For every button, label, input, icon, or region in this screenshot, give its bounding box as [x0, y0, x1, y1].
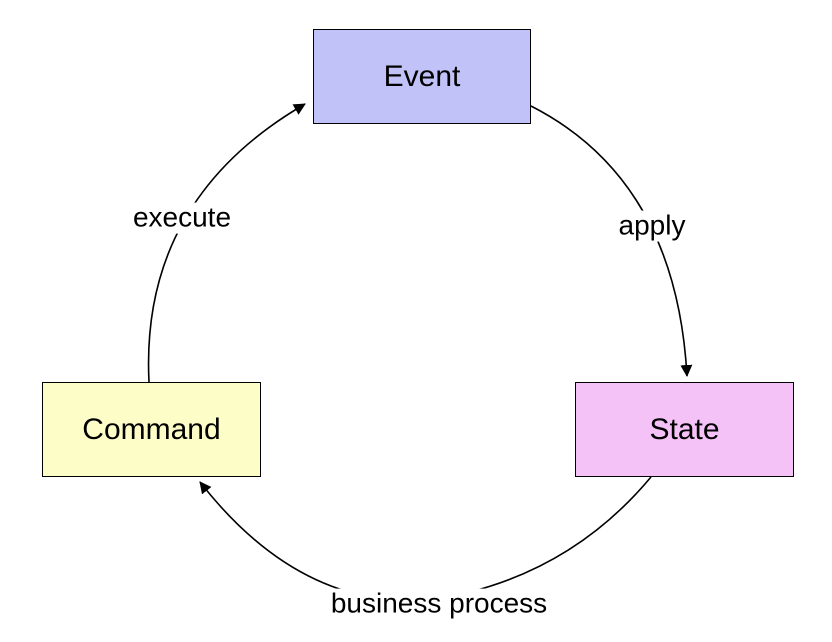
- command-node-label: Command: [82, 412, 221, 446]
- command-node: Command: [42, 382, 261, 477]
- state-node: State: [575, 382, 794, 477]
- edge-apply: [530, 105, 693, 377]
- edge-business-process: [199, 476, 652, 602]
- apply-edge-label: apply: [618, 209, 686, 242]
- edge-execute: [147, 103, 306, 383]
- event-node-label: Event: [383, 59, 461, 93]
- state-node-label: State: [649, 412, 720, 446]
- event-node: Event: [313, 29, 531, 124]
- business-process-edge-label: business process: [330, 587, 548, 620]
- execute-edge-label: execute: [132, 201, 232, 234]
